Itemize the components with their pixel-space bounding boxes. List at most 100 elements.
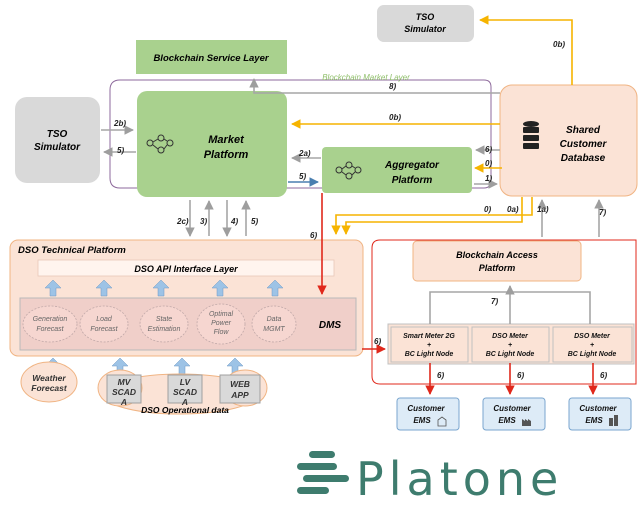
platone-logo-mark <box>297 451 349 494</box>
database-icon <box>523 121 539 149</box>
label-0b-top: 0b) <box>553 40 565 49</box>
label-0b-mid: 0b) <box>389 113 401 122</box>
label-1: 1) <box>485 174 492 183</box>
ems1-1: Customer <box>407 404 445 413</box>
network-icon <box>146 134 174 154</box>
market-platform <box>137 91 287 197</box>
blockchain-market-layer <box>109 79 492 189</box>
mod-state-1: State <box>156 316 172 323</box>
label-4: 4) <box>230 217 238 226</box>
tso-top-line2: Simulator <box>404 24 446 34</box>
m2-3: BC Light Node <box>486 351 535 358</box>
tso-top-line1: TSO <box>416 12 435 22</box>
label-7-right: 7) <box>599 208 606 217</box>
ems2-1: Customer <box>493 404 531 413</box>
web-1: WEB <box>230 379 250 389</box>
label-0-top: 0) <box>485 159 492 168</box>
aggregator-line1: Aggregator <box>384 160 440 171</box>
label-8: 8) <box>389 82 396 91</box>
data-mgmt-module <box>251 305 297 343</box>
dso-api-label: DSO API Interface Layer <box>134 264 238 274</box>
customer-ems-1 <box>396 397 460 431</box>
m3-1: DSO Meter <box>574 333 611 340</box>
db-line3: Database <box>561 153 606 164</box>
market-line1: Market <box>208 134 245 146</box>
factory-icon <box>522 419 531 426</box>
ems1-2: EMS <box>413 416 431 425</box>
ems2-2: EMS <box>498 416 516 425</box>
label-5-mid: 5) <box>299 172 306 181</box>
blockchain-service-layer <box>136 40 287 74</box>
mod-gen-2: Forecast <box>36 326 64 333</box>
lv-1: LV <box>180 377 192 387</box>
label-6-left: 6) <box>374 337 381 346</box>
ops-caption: DSO Operational data <box>141 405 229 415</box>
platone-wordmark: Platone <box>356 452 563 506</box>
customer-ems-2 <box>482 397 546 431</box>
label-0-low: 0) <box>484 205 491 214</box>
web-app-box <box>219 374 261 404</box>
label-2a: 2a) <box>298 149 311 158</box>
weather-1: Weather <box>32 373 66 383</box>
label-3: 3) <box>200 217 207 226</box>
mod-data-2: MGMT <box>263 326 285 333</box>
network-icon <box>335 161 362 180</box>
tso-simulator-left <box>15 97 100 183</box>
lv-3: A <box>181 397 188 407</box>
house-icon <box>437 416 447 427</box>
lv-2: SCAD <box>173 387 197 397</box>
weather-2: Forecast <box>31 383 68 393</box>
blockchain-market-label: Blockchain Market Layer <box>322 73 410 82</box>
blockchain-access-platform <box>412 240 582 282</box>
label-5-left: 5) <box>117 146 124 155</box>
tso-simulator-top <box>377 5 474 42</box>
db-line2: Customer <box>560 139 608 150</box>
dso-meter-1 <box>471 326 550 363</box>
load-forecast-module <box>79 305 129 343</box>
shared-customer-database <box>499 84 638 197</box>
dso-api-layer <box>37 259 335 277</box>
blockchain-service-label: Blockchain Service Layer <box>153 53 269 64</box>
customer-ems-3 <box>568 397 632 431</box>
generation-forecast-module <box>22 305 78 343</box>
ems3-1: Customer <box>579 404 617 413</box>
label-5-low: 5) <box>251 217 258 226</box>
m1-2: + <box>427 342 431 349</box>
m3-3: BC Light Node <box>568 351 617 358</box>
mv-1: MV <box>118 377 132 387</box>
state-estimation-module <box>139 305 189 343</box>
mod-data-1: Data <box>267 316 282 323</box>
mod-opf-3: Flow <box>214 329 230 336</box>
web-2: APP <box>230 390 249 400</box>
tso-left-line2: Simulator <box>34 142 81 153</box>
label-6-dms: 6) <box>310 231 317 240</box>
blockchain-access-frame <box>371 239 637 385</box>
label-1a: 1a) <box>537 205 549 214</box>
mod-opf-1: Optimal <box>209 311 234 318</box>
building-icon <box>609 415 618 426</box>
bc-access-2: Platform <box>479 263 516 273</box>
db-line1: Shared <box>566 125 601 136</box>
dms-label: DMS <box>319 320 342 331</box>
label-6-m3: 6) <box>600 371 607 380</box>
mv-3: A <box>120 397 127 407</box>
label-2c: 2c) <box>176 217 189 226</box>
label-0a: 0a) <box>507 205 519 214</box>
label-7-mid: 7) <box>491 297 498 306</box>
mod-load-1: Load <box>96 316 113 323</box>
m2-1: DSO Meter <box>492 333 529 340</box>
mod-state-2: Estimation <box>148 326 181 333</box>
label-6-m1: 6) <box>437 371 444 380</box>
bc-access-1: Blockchain Access <box>456 250 538 260</box>
aggregator-line2: Platform <box>392 175 433 186</box>
mod-load-2: Forecast <box>90 326 118 333</box>
lv-scada-box <box>167 374 203 404</box>
dso-meter-2 <box>552 326 633 363</box>
m1-1: Smart Meter 2G <box>403 333 455 340</box>
mod-gen-1: Generation <box>33 316 68 323</box>
m1-3: BC Light Node <box>405 351 454 358</box>
m3-2: + <box>590 342 594 349</box>
tso-left-line1: TSO <box>47 129 68 140</box>
optimal-power-flow-module <box>196 303 246 345</box>
